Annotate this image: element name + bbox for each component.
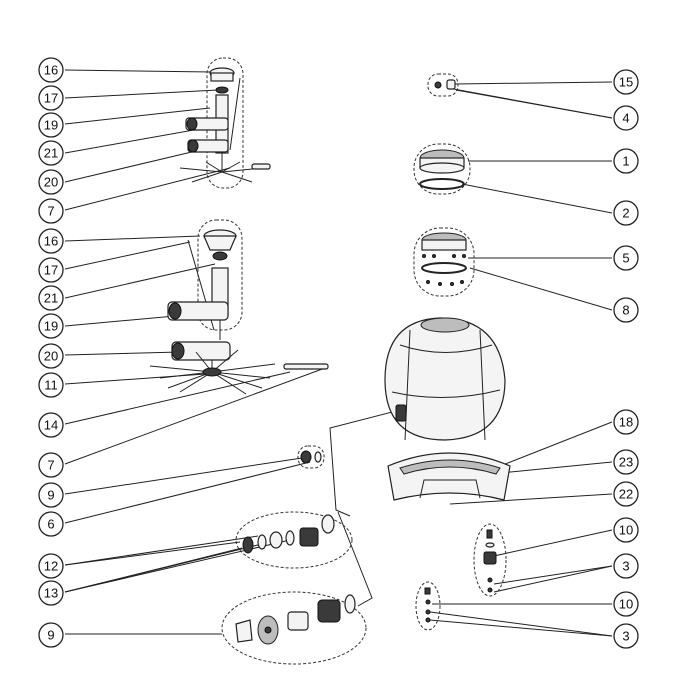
callout-15: 15: [613, 69, 639, 95]
svg-text:4: 4: [622, 111, 629, 126]
svg-text:5: 5: [622, 251, 629, 266]
svg-text:20: 20: [44, 175, 58, 190]
callout-13: 13: [38, 580, 64, 606]
callout-21: 21: [38, 140, 64, 166]
callout-2: 2: [613, 200, 639, 226]
callout-16: 16: [38, 228, 64, 254]
tank-base: [387, 452, 511, 501]
callout-19: 19: [38, 112, 64, 138]
svg-text:14: 14: [44, 418, 58, 433]
callout-9: 9: [38, 482, 64, 508]
callout-4: 4: [613, 105, 639, 131]
svg-text:9: 9: [47, 628, 54, 643]
callout-21: 21: [38, 285, 64, 311]
svg-text:21: 21: [44, 146, 58, 161]
svg-text:1: 1: [622, 154, 629, 169]
svg-text:9: 9: [47, 488, 54, 503]
svg-text:13: 13: [44, 586, 58, 601]
svg-text:3: 3: [622, 629, 629, 644]
callout-22: 22: [613, 481, 639, 507]
filter-tank: [384, 317, 506, 441]
drain-valve-parts: [415, 523, 507, 631]
svg-text:17: 17: [44, 91, 58, 106]
svg-text:21: 21: [44, 291, 58, 306]
svg-text:7: 7: [47, 458, 54, 473]
callout-3: 3: [613, 553, 639, 579]
callout-labels: 16 17 19 21 20 7 16 17 21 19 20 11 14 7 …: [38, 57, 639, 649]
svg-text:16: 16: [44, 63, 58, 78]
svg-text:10: 10: [619, 597, 633, 612]
svg-text:6: 6: [47, 517, 54, 532]
callout-23: 23: [613, 449, 639, 475]
callout-7: 7: [38, 198, 64, 224]
leader-lines: [64, 69, 613, 637]
callout-20: 20: [38, 169, 64, 195]
svg-text:22: 22: [619, 487, 633, 502]
svg-text:15: 15: [619, 75, 633, 90]
lower-lateral-assembly: [149, 219, 329, 395]
svg-text:23: 23: [619, 455, 633, 470]
svg-text:16: 16: [44, 234, 58, 249]
callout-17: 17: [38, 85, 64, 111]
connector-parts: [221, 445, 367, 665]
svg-text:20: 20: [44, 349, 58, 364]
callout-10: 10: [613, 517, 639, 543]
callout-1: 1: [613, 148, 639, 174]
callout-6: 6: [38, 511, 64, 537]
svg-text:18: 18: [619, 415, 633, 430]
callout-18: 18: [613, 409, 639, 435]
callout-10: 10: [613, 591, 639, 617]
callout-17: 17: [38, 257, 64, 283]
callout-7: 7: [38, 452, 64, 478]
svg-text:17: 17: [44, 263, 58, 278]
upper-lateral-assembly: [179, 57, 271, 189]
svg-text:11: 11: [44, 378, 58, 393]
callout-5: 5: [613, 245, 639, 271]
svg-text:12: 12: [44, 559, 58, 574]
top-right-parts: [413, 73, 475, 297]
callout-11: 11: [38, 372, 64, 398]
callout-16: 16: [38, 57, 64, 83]
callout-9: 9: [38, 622, 64, 648]
svg-text:19: 19: [44, 118, 58, 133]
svg-text:2: 2: [622, 206, 629, 221]
callout-20: 20: [38, 343, 64, 369]
callout-8: 8: [613, 297, 639, 323]
callout-12: 12: [38, 553, 64, 579]
svg-text:7: 7: [47, 204, 54, 219]
callout-19: 19: [38, 313, 64, 339]
svg-text:8: 8: [622, 303, 629, 318]
svg-text:10: 10: [619, 523, 633, 538]
callout-14: 14: [38, 412, 64, 438]
svg-text:3: 3: [622, 559, 629, 574]
callout-3: 3: [613, 623, 639, 649]
svg-text:19: 19: [44, 319, 58, 334]
